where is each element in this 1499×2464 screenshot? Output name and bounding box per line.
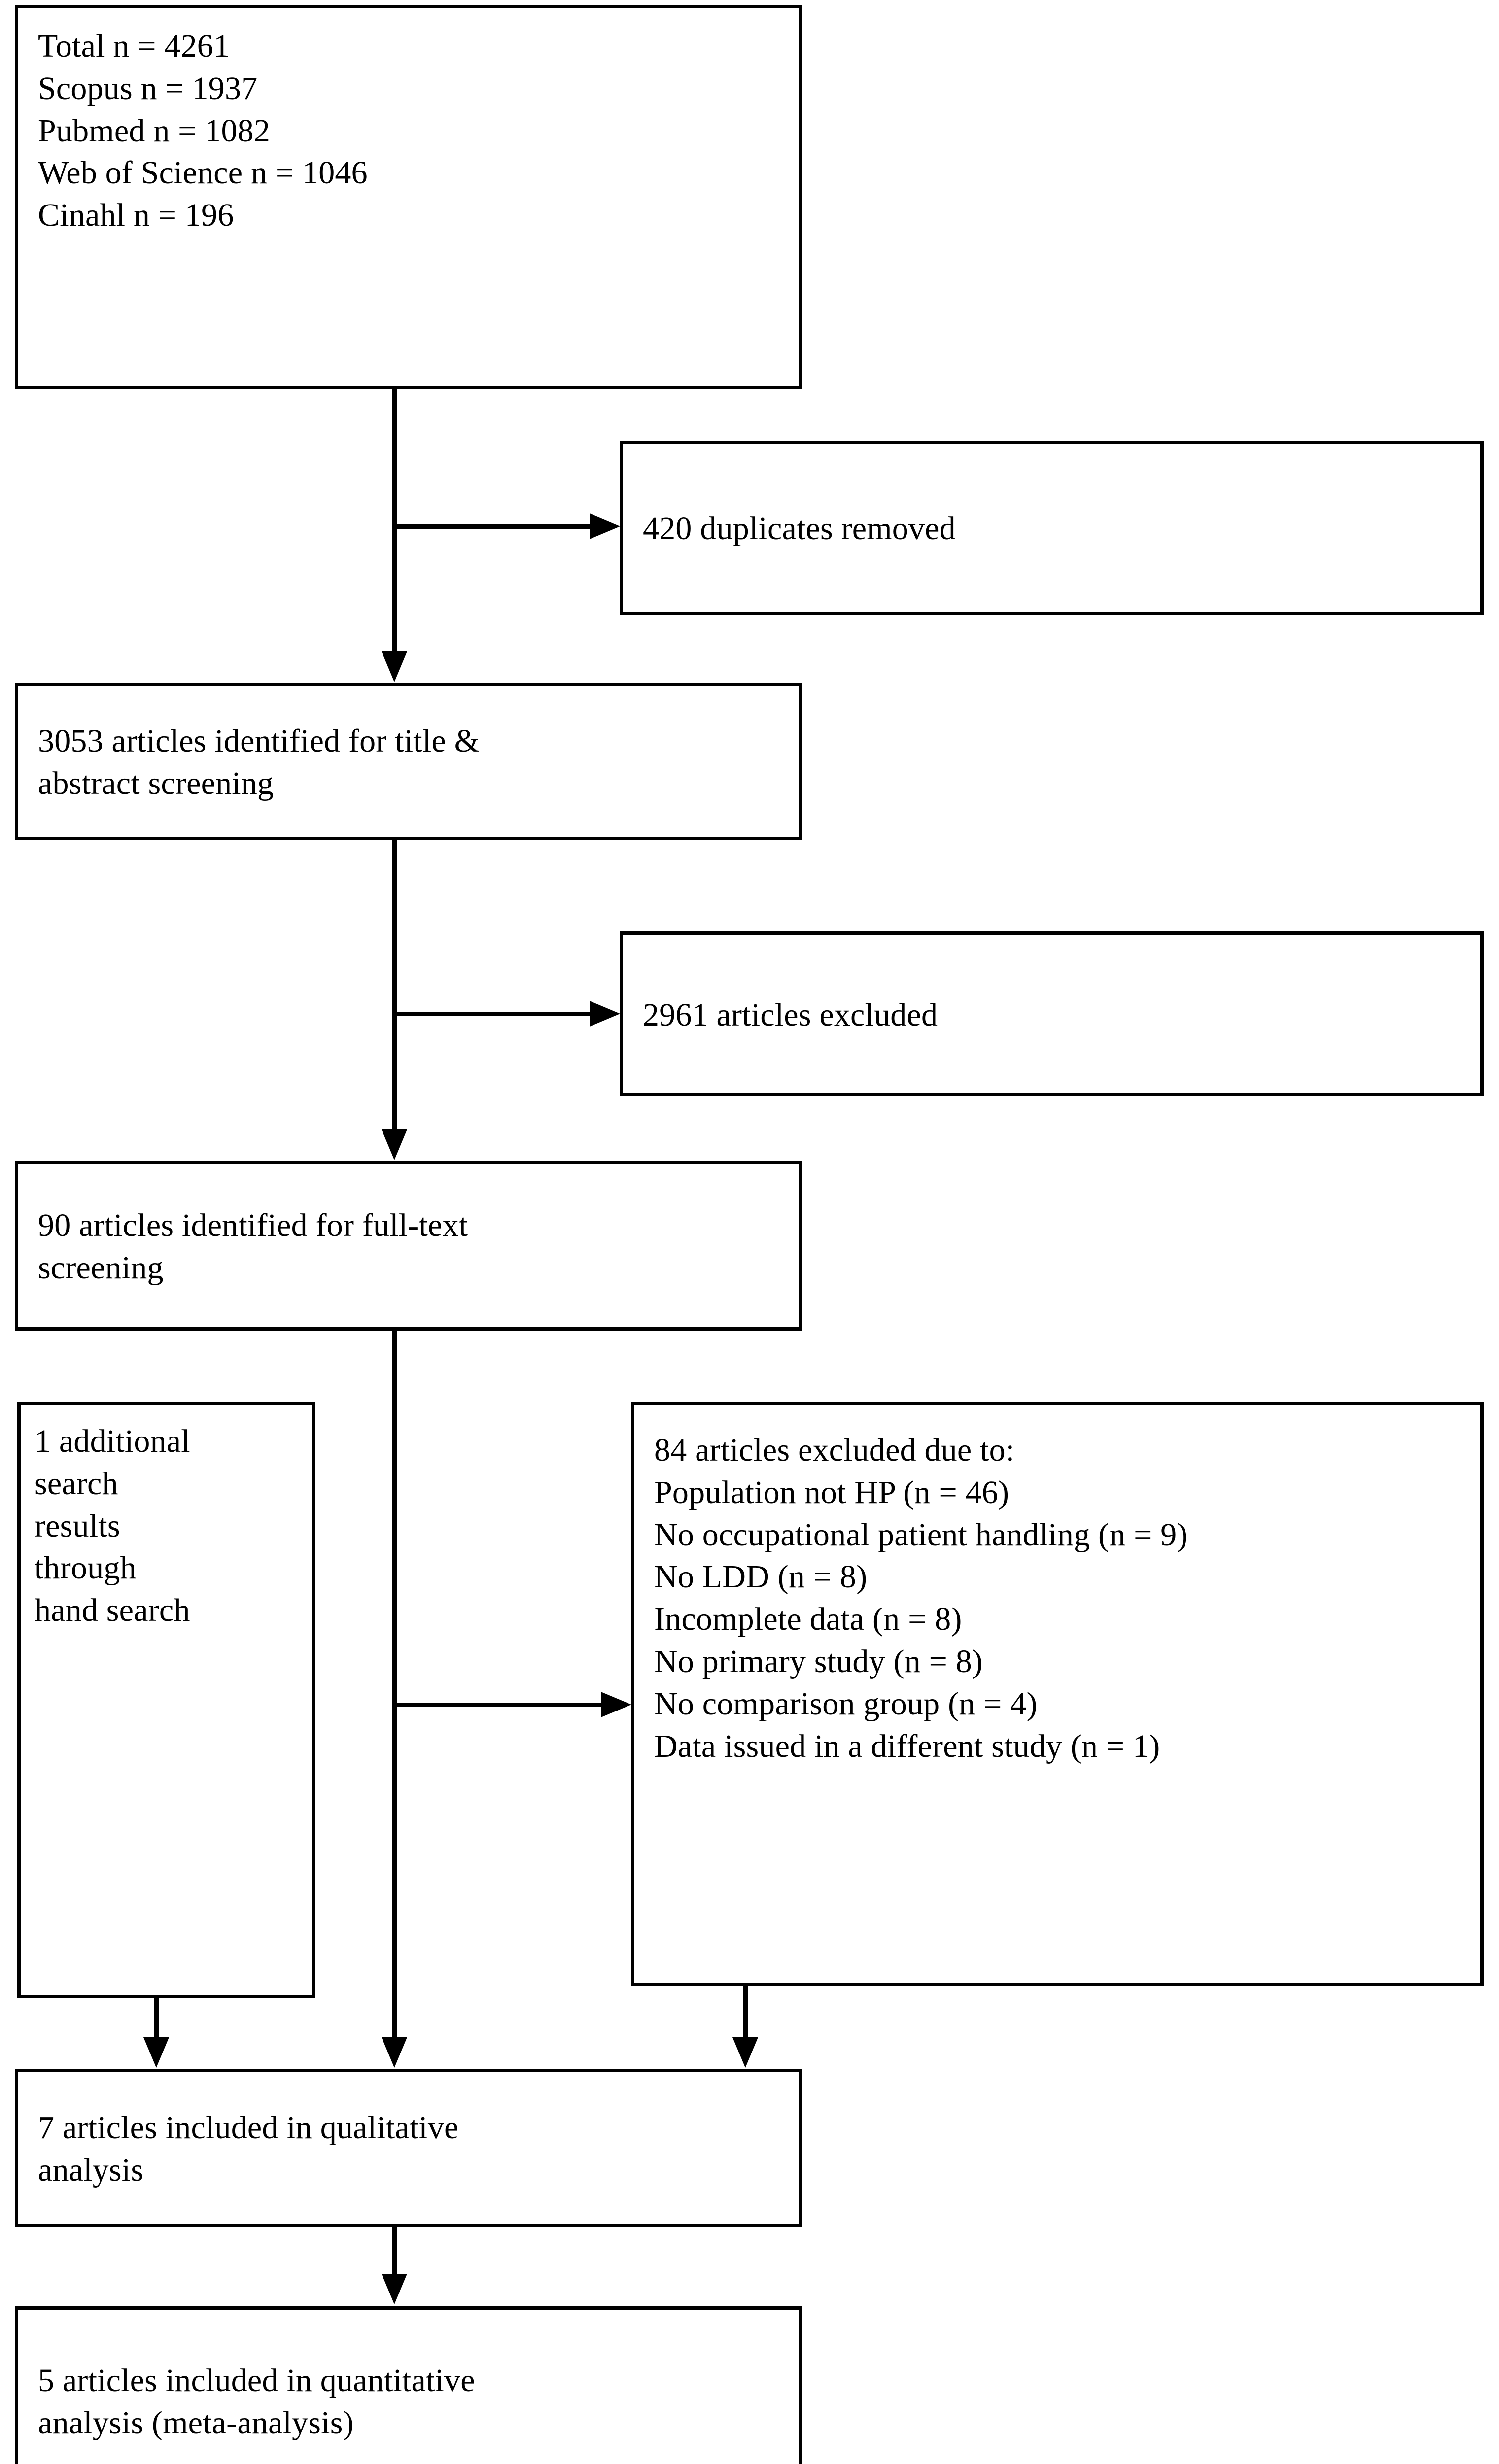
connector-sources-to-screening [392, 389, 397, 652]
hand-search-line-4: through [35, 1550, 137, 1586]
node-hand-search-results: 1 additional search results through hand… [17, 1402, 315, 1998]
arrowhead-sources-to-screening [382, 651, 407, 682]
node-included-quantitative: 5 articles included in quantitative anal… [15, 2306, 802, 2464]
fulltext-excluded-reason-3: No LDD (n = 8) [654, 1559, 868, 1595]
arrowhead-fulltext-to-excluded [601, 1692, 631, 1717]
node-identification-sources: Total n = 4261 Scopus n = 1937 Pubmed n … [15, 5, 802, 389]
hand-search-line-2: search [35, 1465, 118, 1502]
hand-search-line-1: 1 additional [35, 1423, 190, 1459]
connector-sources-to-duplicates [392, 524, 590, 529]
sources-line-wos: Web of Science n = 1046 [38, 155, 368, 191]
arrowhead-handsearch-to-qualitative [143, 2037, 169, 2068]
node-duplicates-removed: 420 duplicates removed [620, 441, 1484, 615]
arrowhead-screening-to-fulltext [382, 1129, 407, 1160]
included-qualitative-line-1: 7 articles included in qualitative [38, 2110, 459, 2146]
fulltext-screening-line-1: 90 articles identified for full-text [38, 1207, 468, 1243]
fulltext-excluded-reason-6: No comparison group (n = 4) [654, 1685, 1038, 1722]
connector-fulltext-to-qualitative [392, 1331, 397, 2038]
connector-fulltext-to-excluded [392, 1703, 601, 1707]
connector-screening-to-fulltext [392, 840, 397, 1130]
node-fulltext-screening: 90 articles identified for full-text scr… [15, 1161, 802, 1331]
node-included-qualitative: 7 articles included in qualitative analy… [15, 2069, 802, 2227]
arrowhead-qualitative-to-quantitative [382, 2274, 407, 2304]
hand-search-line-5: hand search [35, 1592, 190, 1629]
title-abstract-line-1: 3053 articles identified for title & [38, 723, 480, 759]
connector-excluded-to-qualitative [743, 1986, 748, 2038]
arrowhead-excluded-to-qualitative [732, 2037, 758, 2068]
connector-screening-to-excluded [392, 1012, 590, 1016]
duplicates-removed-label: 420 duplicates removed [643, 511, 956, 547]
node-screening-excluded: 2961 articles excluded [620, 931, 1484, 1096]
connector-handsearch-to-qualitative [154, 1998, 159, 2038]
arrowhead-sources-to-duplicates [590, 513, 620, 539]
screening-excluded-label: 2961 articles excluded [643, 996, 938, 1033]
fulltext-excluded-heading: 84 articles excluded due to: [654, 1432, 1015, 1468]
hand-search-line-3: results [35, 1507, 120, 1544]
fulltext-excluded-reason-4: Incomplete data (n = 8) [654, 1601, 962, 1638]
arrowhead-screening-to-excluded [590, 1001, 620, 1027]
sources-line-total: Total n = 4261 [38, 28, 230, 64]
fulltext-excluded-reason-1: Population not HP (n = 46) [654, 1474, 1010, 1510]
sources-line-pubmed: Pubmed n = 1082 [38, 112, 271, 149]
node-title-abstract-screening: 3053 articles identified for title & abs… [15, 683, 802, 840]
fulltext-excluded-reason-2: No occupational patient handling (n = 9) [654, 1516, 1188, 1553]
node-fulltext-excluded: 84 articles excluded due to: Population … [631, 1402, 1484, 1986]
title-abstract-line-2: abstract screening [38, 765, 274, 801]
connector-qualitative-to-quantitative [392, 2227, 397, 2274]
fulltext-excluded-reason-5: No primary study (n = 8) [654, 1643, 983, 1679]
fulltext-excluded-reason-7: Data issued in a different study (n = 1) [654, 1728, 1160, 1764]
sources-line-cinahl: Cinahl n = 196 [38, 197, 234, 234]
included-quantitative-line-2: analysis (meta-analysis) [38, 2405, 354, 2441]
included-quantitative-line-1: 5 articles included in quantitative [38, 2362, 475, 2399]
arrowhead-fulltext-to-qualitative [382, 2037, 407, 2068]
sources-line-scopus: Scopus n = 1937 [38, 70, 258, 106]
fulltext-screening-line-2: screening [38, 1249, 164, 1286]
included-qualitative-line-2: analysis [38, 2152, 144, 2188]
